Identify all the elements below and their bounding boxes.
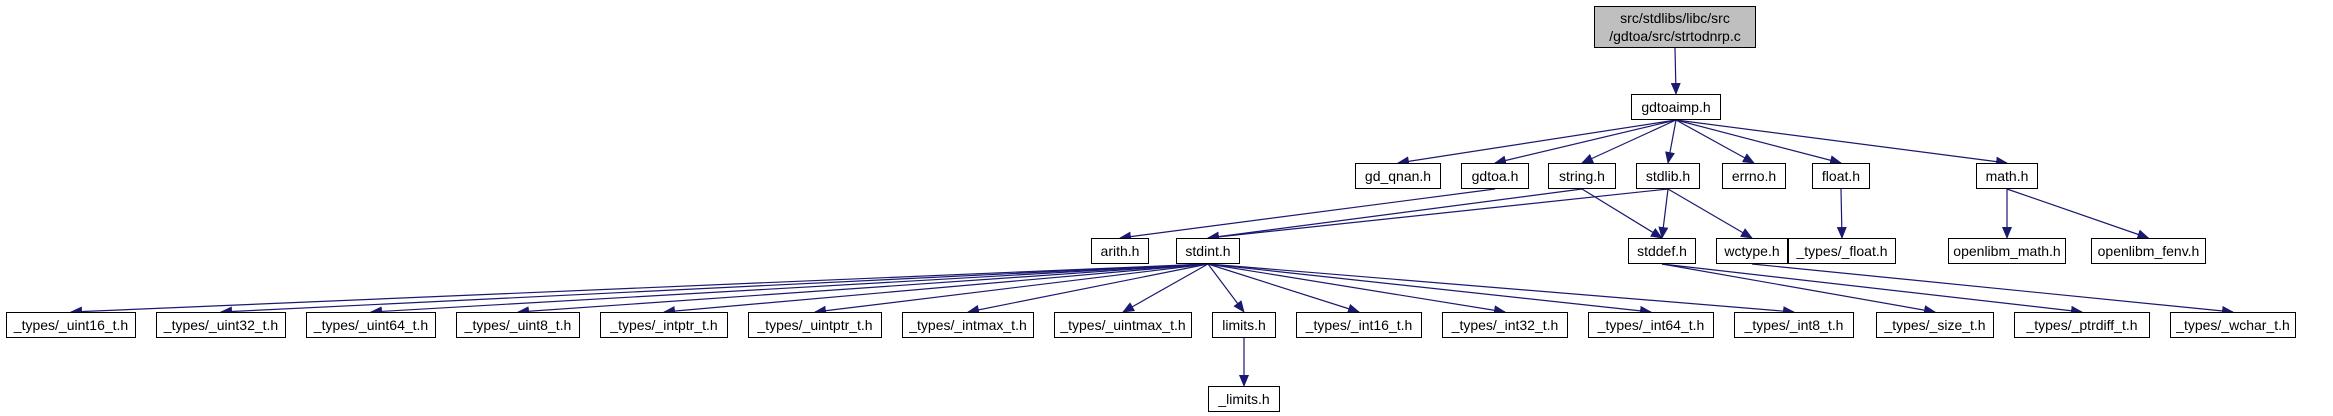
node-openlibm-math-h[interactable]: openlibm_math.h: [1948, 238, 2066, 264]
node-string-h[interactable]: string.h: [1548, 163, 1616, 189]
node-types-uint64-t-h[interactable]: _types/_uint64_t.h: [306, 312, 436, 338]
node-types-uintptr-t-h[interactable]: _types/_uintptr_t.h: [748, 312, 882, 338]
node-wctype-h[interactable]: wctype.h: [1716, 238, 1788, 264]
edge-gdtoa-to-arith: [1119, 188, 1496, 242]
root-file-path-line2: /gdtoa/src/strtodnrp.c: [1609, 28, 1741, 44]
edge-stdint-to-uint64: [370, 263, 1209, 317]
edge-stdlib-to-stdint: [1207, 188, 1669, 242]
edge-stdint-to-int64: [1207, 263, 1652, 316]
edge-stddef-to-size: [1661, 263, 1936, 316]
edge-gdtoaimp-to-stdlib: [1665, 119, 1677, 164]
node-types-wchar-t-h[interactable]: _types/_wchar_t.h: [2170, 312, 2296, 338]
node-float-h[interactable]: float.h: [1812, 163, 1870, 189]
edge-gdtoaimp-to-gdtoa: [1494, 119, 1677, 166]
node-openlibm-fenv-h[interactable]: openlibm_fenv.h: [2091, 238, 2206, 264]
edge-stdint-to-intptr: [663, 263, 1209, 317]
node-types-intptr-t-h[interactable]: _types/_intptr_t.h: [600, 312, 728, 338]
edge-math-to-openlibm_fenv: [2006, 188, 2150, 240]
edge-stdlib-to-stddef: [1658, 188, 1669, 239]
node-types-uint8-t-h[interactable]: _types/_uint8_t.h: [456, 312, 580, 338]
edge-gdtoaimp-to-gd_qnan: [1397, 119, 1677, 167]
node-types-uint16-t-h[interactable]: _types/_uint16_t.h: [6, 312, 136, 338]
node-types-int64-t-h[interactable]: _types/_int64_t.h: [1588, 312, 1714, 338]
node-types-float-h[interactable]: _types/_float.h: [1788, 238, 1896, 264]
node-stdlib-h[interactable]: stdlib.h: [1636, 163, 1700, 189]
node-math-h[interactable]: math.h: [1976, 163, 2038, 189]
node-stddef-h[interactable]: stddef.h: [1628, 238, 1696, 264]
edge-stdint-to-uint8: [517, 263, 1209, 317]
edge-stdint-to-uint16: [70, 263, 1209, 317]
node-types-int16-t-h[interactable]: _types/_int16_t.h: [1296, 312, 1422, 338]
edge-root-to-gdtoaimp: [1670, 47, 1681, 95]
node-stdint-h[interactable]: stdint.h: [1176, 238, 1240, 264]
edge-gdtoaimp-to-math: [1675, 119, 2008, 167]
node-limits-internal-h[interactable]: _limits.h: [1208, 386, 1280, 412]
edge-stdint-to-uintptr: [814, 263, 1209, 316]
edge-stddef-to-ptrdiff: [1661, 263, 2083, 316]
node-types-size-t-h[interactable]: _types/_size_t.h: [1876, 312, 1994, 338]
root-file-path-line1: src/stdlibs/libc/src: [1620, 10, 1730, 26]
edge-stdint-to-int16: [1207, 263, 1360, 314]
edge-float-to-types_float: [1836, 188, 1847, 239]
edge-stdlib-to-wctype: [1667, 188, 1753, 239]
edge-stdint-to-limits: [1207, 263, 1245, 313]
edge-gdtoaimp-to-errno: [1675, 119, 1755, 164]
edge-stdint-to-intmax: [967, 263, 1209, 315]
node-gdtoaimp-h[interactable]: gdtoaimp.h: [1631, 94, 1721, 120]
root-file-node[interactable]: src/stdlibs/libc/src /gdtoa/src/strtodnr…: [1594, 6, 1756, 48]
node-types-ptrdiff-t-h[interactable]: _types/_ptrdiff_t.h: [2014, 312, 2150, 338]
node-types-intmax-t-h[interactable]: _types/_intmax_t.h: [902, 312, 1034, 338]
edge-stdint-to-uint32: [220, 263, 1209, 317]
dependency-edges: [70, 47, 2234, 387]
node-arith-h[interactable]: arith.h: [1091, 238, 1149, 264]
node-types-uintmax-t-h[interactable]: _types/_uintmax_t.h: [1054, 312, 1192, 338]
node-types-uint32-t-h[interactable]: _types/_uint32_t.h: [156, 312, 286, 338]
edge-gdtoaimp-to-string: [1581, 119, 1677, 164]
node-gdtoa-h[interactable]: gdtoa.h: [1461, 163, 1529, 189]
edge-wctype-to-wchar: [1751, 263, 2234, 316]
node-types-int8-t-h[interactable]: _types/_int8_t.h: [1734, 312, 1854, 338]
edge-stdint-to-uintmax: [1122, 263, 1209, 313]
node-limits-h[interactable]: limits.h: [1212, 312, 1276, 338]
node-errno-h[interactable]: errno.h: [1722, 163, 1786, 189]
edge-string-to-stdint: [1207, 188, 1583, 242]
edge-gdtoaimp-to-float: [1675, 119, 1842, 166]
edge-stdint-to-int32: [1207, 263, 1506, 316]
node-types-int32-t-h[interactable]: _types/_int32_t.h: [1442, 312, 1568, 338]
edge-stdint-to-int8: [1207, 263, 1795, 317]
node-gd-qnan-h[interactable]: gd_qnan.h: [1355, 163, 1441, 189]
